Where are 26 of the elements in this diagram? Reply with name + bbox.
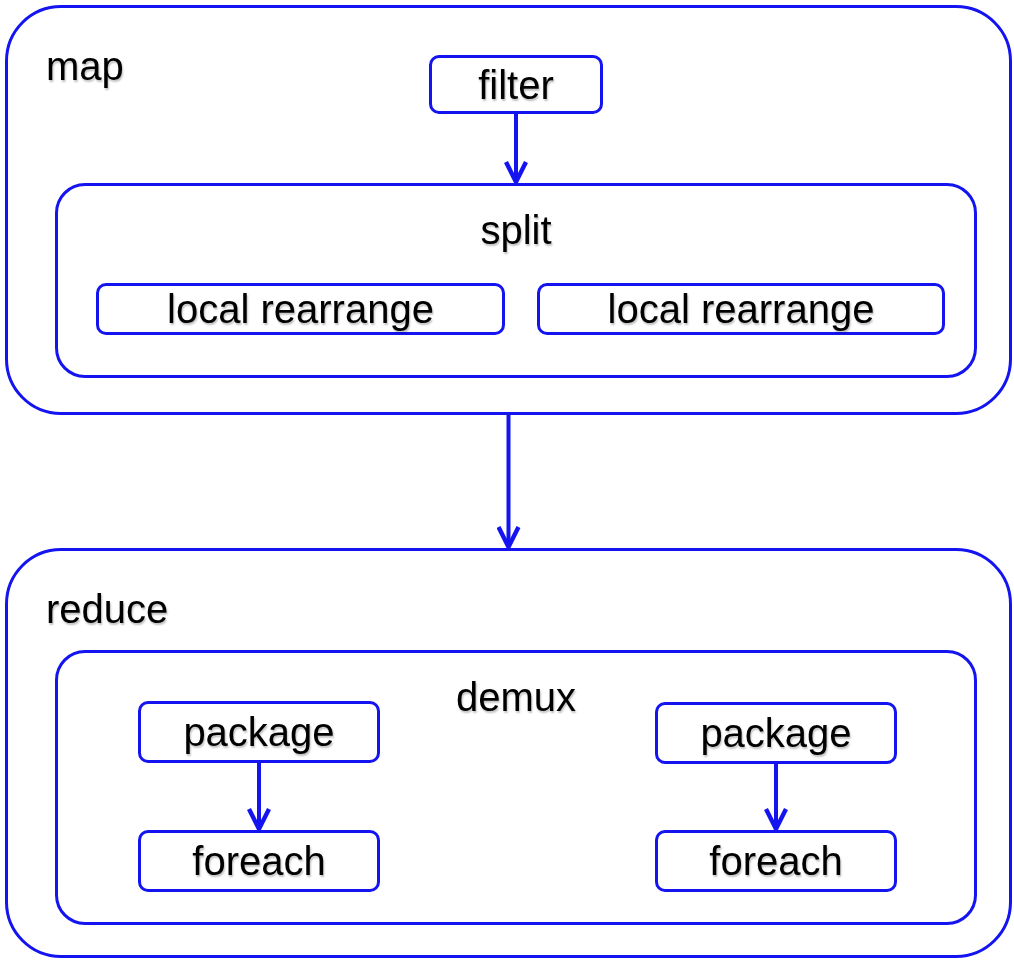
group-box xyxy=(55,650,977,925)
node-label: foreach xyxy=(192,839,326,883)
operator-box xyxy=(655,830,897,892)
arrow xyxy=(496,415,521,550)
operator-box xyxy=(655,702,897,764)
operator-box xyxy=(138,830,380,892)
node-label: split xyxy=(480,208,552,252)
node-label: foreach xyxy=(709,839,843,883)
node-label: package xyxy=(183,710,335,754)
stage-container xyxy=(5,5,1012,415)
node-label: local rearrange xyxy=(607,287,875,331)
arrow xyxy=(503,114,529,185)
node-label: package xyxy=(700,711,852,755)
operator-box xyxy=(537,283,945,335)
node-label: filter xyxy=(478,62,554,107)
node-label: demux xyxy=(455,675,577,719)
operator-box xyxy=(96,283,505,335)
arrow xyxy=(246,763,272,832)
operator-box xyxy=(429,55,603,114)
arrow xyxy=(763,764,789,832)
stage-container xyxy=(5,548,1012,958)
group-box xyxy=(55,183,977,378)
node-label: map xyxy=(46,44,124,88)
node-label: local rearrange xyxy=(167,287,434,331)
node-label: reduce xyxy=(46,587,169,631)
operator-box xyxy=(138,701,380,763)
